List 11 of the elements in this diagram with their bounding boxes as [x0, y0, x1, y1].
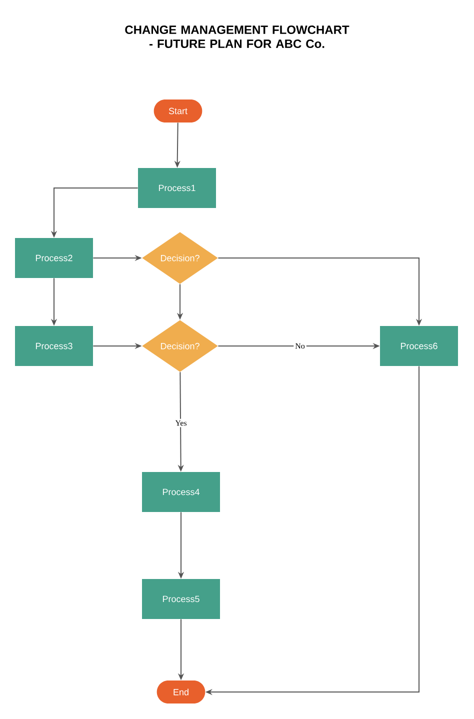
title: CHANGE MANAGEMENT FLOWCHART - FUTURE PLAN FOR ABC Co.: [125, 26, 350, 48]
terminal-pill: End: [156, 680, 206, 704]
process-box: Process5: [142, 579, 220, 619]
process-box: Process3: [15, 326, 93, 366]
process-box: Process6: [380, 326, 458, 366]
edge-label: Yes: [175, 420, 187, 426]
process-box: Process1: [138, 168, 216, 208]
edge-label: No: [295, 343, 305, 349]
process-box: Process2: [15, 238, 93, 278]
terminal-pill: Start: [154, 100, 202, 122]
process-box: Process4: [142, 472, 220, 512]
